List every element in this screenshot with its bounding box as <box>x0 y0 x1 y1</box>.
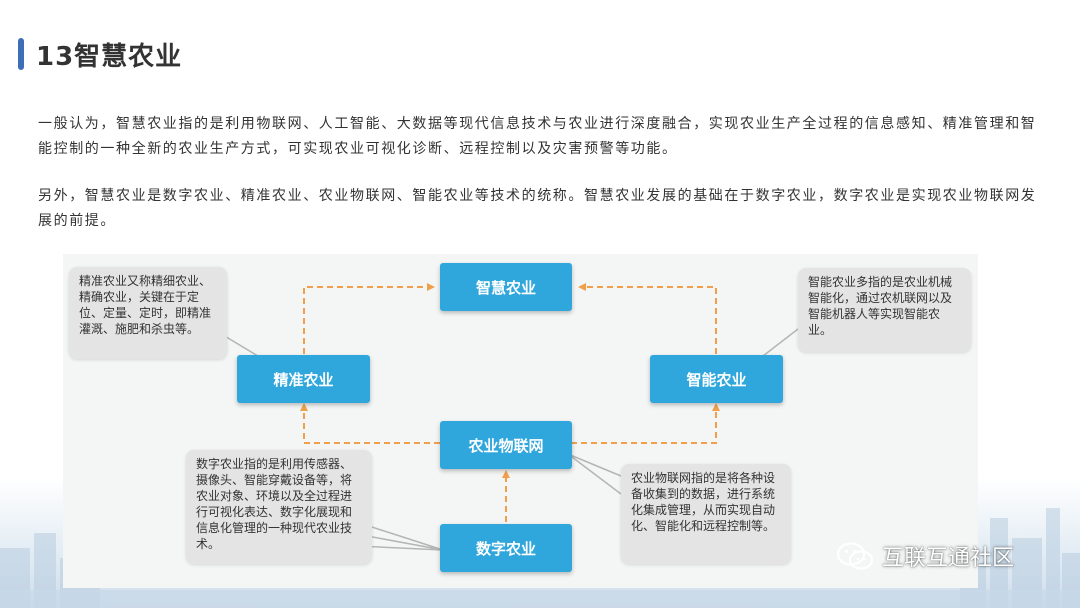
intro-paragraph-2: 另外，智慧农业是数字农业、精准农业、农业物联网、智能农业等技术的统称。智慧农业发… <box>38 188 1037 229</box>
watermark: 互联互通社区 <box>836 540 1014 572</box>
smart-agriculture-diagram: 智慧农业 精准农业 智能农业 农业物联网 数字农业 精准农业又称精细农业、精确农… <box>63 254 978 588</box>
pointer-intelligent-note <box>762 328 799 357</box>
watermark-text: 互联互通社区 <box>882 546 1015 571</box>
node-digital-agriculture: 数字农业 <box>440 524 572 572</box>
wechat-icon <box>836 542 874 570</box>
note-precision: 精准农业又称精细农业、精确农业，关键在于定位、定量、定时，即精准灌溉、施肥和杀虫… <box>69 267 227 359</box>
arrow-iot-to-intelligent <box>571 403 720 444</box>
node-precision-agriculture: 精准农业 <box>237 355 370 403</box>
note-intelligent: 智能农业多指的是农业机械智能化，通过农机联网以及智能机器人等实现智能农业。 <box>798 268 971 352</box>
arrow-intelligent-to-smart <box>578 283 717 354</box>
title-accent-bar <box>18 38 24 70</box>
note-digital: 数字农业指的是利用传感器、摄像头、智能穿戴设备等，将农业对象、环境以及全过程进行… <box>186 450 372 564</box>
page-title: 13智慧农业 <box>36 42 183 72</box>
arrow-iot-to-precision <box>300 403 440 444</box>
node-agri-iot: 农业物联网 <box>440 421 572 469</box>
node-smart-agriculture: 智慧农业 <box>440 263 572 311</box>
note-iot: 农业物联网指的是将各种设备收集到的数据，进行系统化集成管理，从而实现自动化、智能… <box>621 464 791 564</box>
connector-lines <box>207 283 799 551</box>
pointer-iot-note <box>567 453 622 495</box>
node-intelligent-agriculture: 智能农业 <box>650 355 783 403</box>
intro-paragraph-1: 一般认为，智慧农业指的是利用物联网、人工智能、大数据等现代信息技术与农业进行深度… <box>38 116 1037 157</box>
arrow-precision-to-smart <box>303 283 435 354</box>
